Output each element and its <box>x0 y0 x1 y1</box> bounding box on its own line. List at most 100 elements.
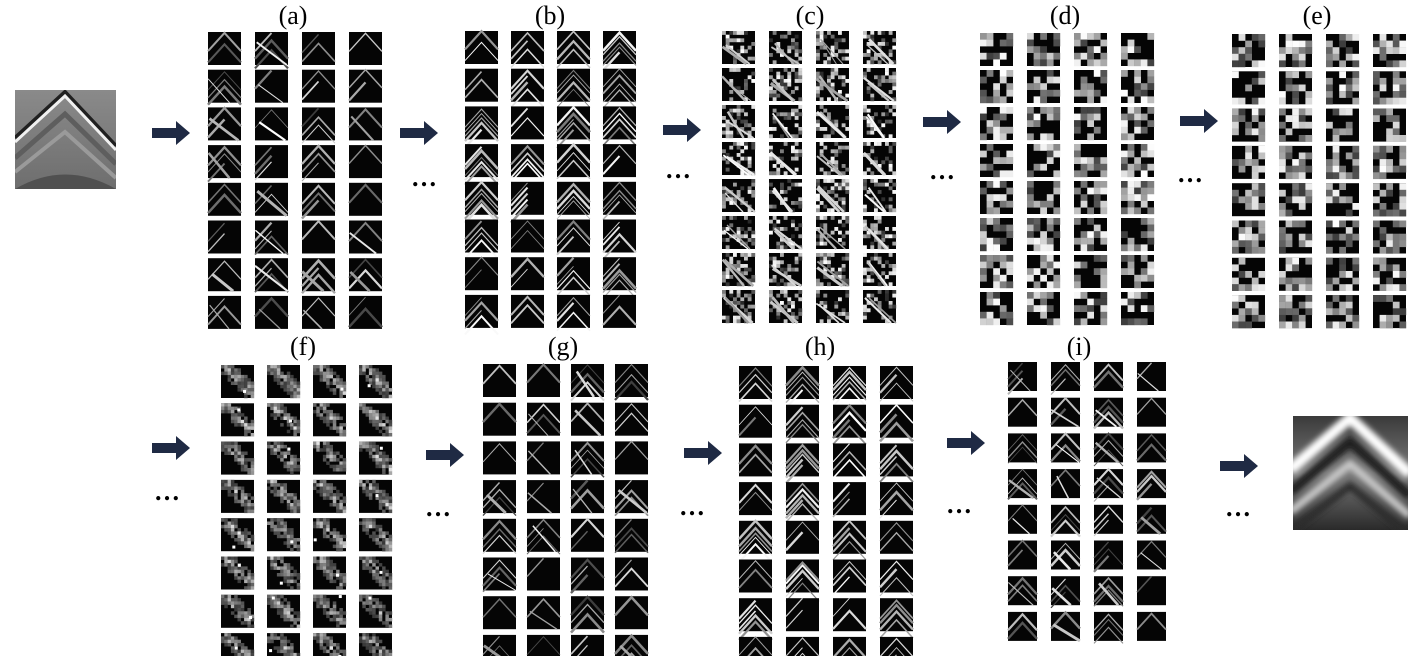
feature-map-tile <box>832 559 867 596</box>
ellipses: … … … … … … … … … <box>154 155 1251 522</box>
feature-map-tile <box>267 518 301 552</box>
feature-map-tile <box>785 365 820 409</box>
feature-map-tile <box>482 596 517 630</box>
feature-map-tile <box>1232 34 1266 68</box>
feature-map-tile <box>526 518 561 555</box>
feature-map-tile <box>207 220 241 254</box>
feature-map-tile <box>785 443 820 484</box>
feature-map-tile <box>1279 257 1313 291</box>
feature-map-tile <box>1007 539 1038 570</box>
feature-map-grid-b <box>464 29 637 336</box>
feature-map-tile <box>1007 433 1038 464</box>
feature-map-tile <box>254 182 289 217</box>
feature-map-tile <box>738 443 773 477</box>
feature-map-tile <box>207 106 242 142</box>
arrow-icon <box>152 436 190 460</box>
feature-map-tile <box>221 441 255 475</box>
feature-map-tile <box>769 179 803 213</box>
feature-map-tile <box>556 105 591 149</box>
feature-map-tile <box>464 219 499 260</box>
feature-map-tile <box>815 179 850 213</box>
feature-map-tile <box>1232 295 1266 329</box>
feature-map-tile <box>602 219 637 260</box>
stage-label-f: (f) <box>290 332 316 361</box>
feature-map-tile <box>722 179 756 213</box>
feature-map-tile <box>359 518 393 552</box>
feature-map-tile <box>301 258 336 294</box>
feature-map-tile <box>980 255 1014 289</box>
feature-map-tile <box>359 633 393 656</box>
ellipsis: … <box>1225 493 1251 522</box>
feature-map-tile <box>980 218 1014 252</box>
feature-map-tile <box>1136 611 1167 641</box>
feature-map-tile <box>313 479 347 514</box>
feature-map-tile <box>832 443 867 479</box>
feature-map-tile <box>785 520 820 554</box>
feature-map-tile <box>526 402 561 437</box>
feature-map-tile <box>267 633 301 656</box>
feature-map-tile <box>769 68 803 103</box>
feature-map-tile <box>614 480 649 517</box>
ellipsis: … <box>665 155 691 184</box>
feature-map-tile <box>1373 183 1407 217</box>
stage-label-e: (e) <box>1303 1 1332 30</box>
feature-map-tile <box>1326 145 1360 180</box>
feature-map-tile <box>207 182 242 216</box>
feature-map-tile <box>863 216 897 250</box>
feature-map-tile <box>221 479 255 514</box>
feature-map-tile <box>879 636 914 656</box>
feature-map-tile <box>721 253 756 287</box>
feature-map-tile <box>1007 397 1038 427</box>
feature-map-tile <box>602 144 637 178</box>
feature-map-tile <box>526 596 561 630</box>
feature-map-tile <box>769 253 803 288</box>
feature-map-tile <box>510 106 545 140</box>
feature-map-tile <box>769 290 803 325</box>
feature-map-tile <box>359 594 393 628</box>
feature-map-tile <box>464 106 499 149</box>
feature-map-tile <box>556 68 591 108</box>
feature-map-tile <box>863 31 897 65</box>
feature-map-tile <box>815 290 850 324</box>
feature-map-tile <box>556 181 591 220</box>
feature-map-tile <box>1373 71 1407 105</box>
feature-map-tile <box>464 144 499 186</box>
feature-map-tile <box>1027 292 1061 326</box>
feature-map-tile <box>602 257 637 299</box>
feature-map-tile <box>1027 70 1061 104</box>
feature-map-tile <box>570 557 605 594</box>
feature-map-tile <box>1074 70 1108 104</box>
feature-map-tile <box>207 145 242 183</box>
feature-map-tile <box>816 31 850 65</box>
feature-map-tile <box>482 480 517 517</box>
feature-map-tile <box>769 31 803 65</box>
feature-map-tile <box>833 636 866 656</box>
ellipsis: … <box>425 493 451 522</box>
feature-map-tile <box>510 144 545 183</box>
stage-label-d: (d) <box>1050 1 1080 30</box>
feature-map-tile <box>348 182 383 216</box>
feature-map-tile <box>815 68 850 103</box>
stage-label-i: (i) <box>1067 332 1092 361</box>
feature-map-tile <box>556 294 591 332</box>
feature-map-tile <box>1232 108 1266 142</box>
feature-map-tile <box>614 440 649 475</box>
feature-map-tile <box>464 180 499 224</box>
feature-map-tile <box>464 29 499 64</box>
feature-map-tile <box>832 597 867 632</box>
feature-map-tile <box>254 258 289 293</box>
feature-map-tile <box>738 482 773 516</box>
feature-map-tile <box>785 404 820 444</box>
feature-map-tile <box>863 179 897 213</box>
feature-map-grid-a <box>207 31 383 330</box>
feature-map-grid-f <box>221 365 393 656</box>
stage-label-h: (h) <box>805 332 835 361</box>
feature-map-tile <box>1074 292 1108 326</box>
feature-map-tile <box>602 181 637 221</box>
feature-map-tile <box>816 142 850 176</box>
feature-map-tile <box>301 295 336 330</box>
feature-map-tile <box>879 559 914 597</box>
feature-map-tile <box>1373 257 1407 291</box>
feature-map-tile <box>722 216 756 250</box>
arrow-icon <box>400 121 438 145</box>
